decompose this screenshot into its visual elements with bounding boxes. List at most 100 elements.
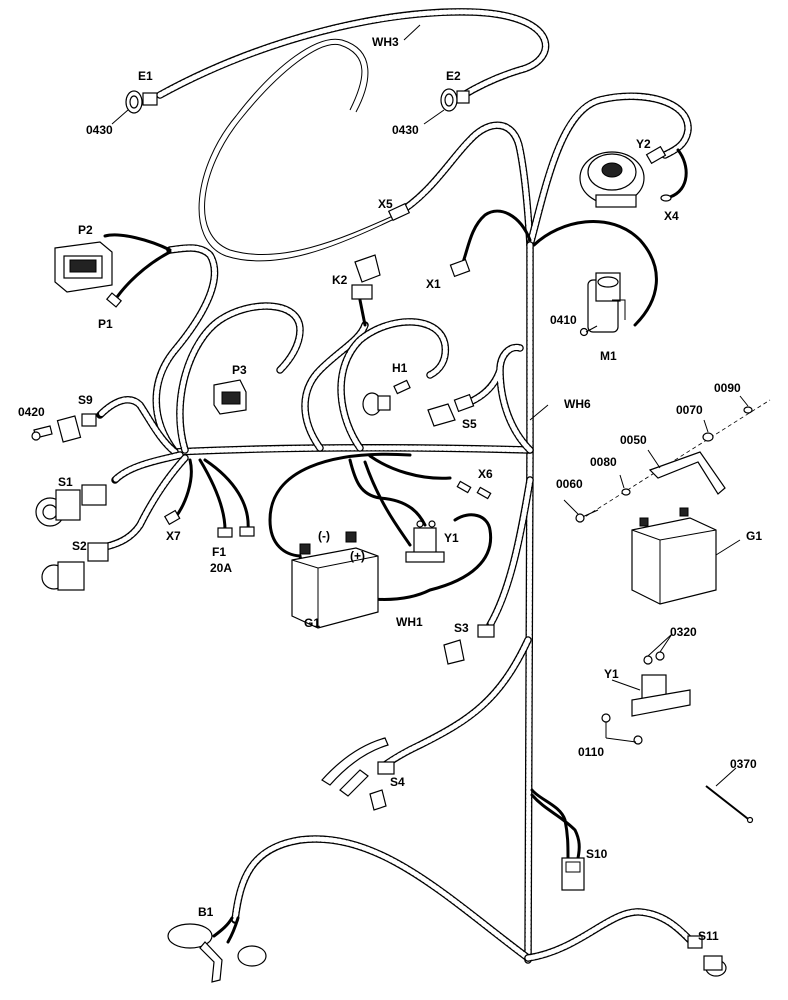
label-wh1: WH1 [396,615,423,629]
nut-0410 [579,327,589,337]
pto-clutch-y2 [579,145,667,208]
label-e1: E1 [138,69,153,83]
cable-tie-0370 [705,785,754,824]
harness-s4-branch [381,636,532,769]
label-h1: H1 [392,361,408,375]
battery-g1 [291,531,379,629]
pedal-switch-s4 [321,737,395,811]
harness-s5-branch [466,343,534,454]
label-0050: 0050 [620,433,647,447]
label-k2: K2 [332,273,348,287]
wire-x1 [460,209,532,267]
label-0410: 0410 [550,313,577,327]
label-0420: 0420 [18,405,45,419]
solenoid-y1-right [631,674,691,717]
label-0320: 0320 [670,625,697,639]
wires-p2-p1 [103,233,172,302]
label-x1: X1 [426,277,441,291]
label-s9: S9 [78,393,93,407]
label-g1: G1 [304,616,320,630]
wire-x4 [668,148,688,199]
label-0110: 0110 [578,745,604,759]
label-battery-positive: (+) [350,549,365,563]
switch-s11 [687,935,727,977]
buzzer-h1 [362,379,411,416]
wire-m1 [532,220,658,327]
holddown-0050 [648,451,726,495]
connector-x1 [449,258,471,278]
harness-wh3 [156,8,550,100]
label-e2: E2 [446,69,461,83]
starter-motor-m1 [587,272,626,333]
harness-s1-branch [111,451,184,484]
label-f1: F1 [212,545,226,559]
label-0370: 0370 [730,757,757,771]
label-p3: P3 [232,363,247,377]
terminal-x6 [456,480,492,500]
key-0420 [31,425,53,441]
hour-meter-p2 [54,241,113,293]
label-0430-left: 0430 [86,123,113,137]
harness-wh6-trunk [524,241,534,964]
label-m1: M1 [600,349,617,363]
connector-x7 [163,509,181,526]
switch-s9 [56,413,97,443]
harness-s3-branch [486,476,534,629]
label-s1: S1 [58,475,73,489]
label-y1: Y1 [444,531,459,545]
label-s4: S4 [390,775,405,789]
exploded-dash-line [579,399,771,521]
switch-s2 [41,542,109,591]
bolt-0060 [575,509,599,523]
label-y1-right: Y1 [604,667,619,681]
wires-x7-f1 [173,458,250,532]
harness-h1-branch [337,318,450,452]
harness-x5-branch [391,121,534,249]
harness-main-trunk [171,444,534,456]
label-x5: X5 [378,197,393,211]
indicator-p3 [213,379,247,415]
seat-switch-s3 [443,624,495,665]
washer-0080 [621,488,631,496]
relay-k2 [351,254,381,300]
harness-wh3-loop [198,38,396,262]
label-y2: Y2 [636,137,651,151]
leader-lines [111,24,749,787]
washer-0070 [702,432,714,442]
label-s3: S3 [454,621,469,635]
battery-g1-right [631,507,717,605]
label-s10: S10 [586,847,608,861]
switch-s10 [561,857,585,891]
wires-s10 [530,788,581,860]
label-f1-rating: 20A [210,561,232,575]
harness-b1-branch [231,835,532,962]
label-0090: 0090 [714,381,741,395]
label-x7: X7 [166,529,181,543]
label-s11: S11 [698,929,719,943]
fuse-f1 [217,526,255,538]
grommet-e2 [440,88,470,112]
label-wh6: WH6 [564,397,591,411]
label-0430-right: 0430 [392,123,419,137]
label-b1: B1 [198,905,214,919]
label-0060: 0060 [556,477,583,491]
harness-p2-branch [152,244,219,456]
terminal-screws-0320 [643,651,665,665]
label-p2: P2 [78,223,93,237]
fuel-sender-b1 [167,923,267,983]
label-s5: S5 [462,417,477,431]
ignition-switch-s1 [35,484,107,527]
harness-s11-branch [524,908,694,962]
washer-0090 [743,406,753,414]
harness-s2-branch [96,454,189,552]
diagram-labels: E1 E2 WH3 0430 0430 Y2 X4 X5 P2 P1 K2 X1… [18,35,762,943]
label-p1: P1 [98,317,113,331]
label-0070: 0070 [676,403,703,417]
grommet-e1 [125,90,158,114]
label-x6: X6 [478,467,493,481]
solenoid-y1 [405,520,445,563]
label-0080: 0080 [590,455,617,469]
harness-k2-branch [301,321,369,452]
wires-b1 [212,916,240,944]
